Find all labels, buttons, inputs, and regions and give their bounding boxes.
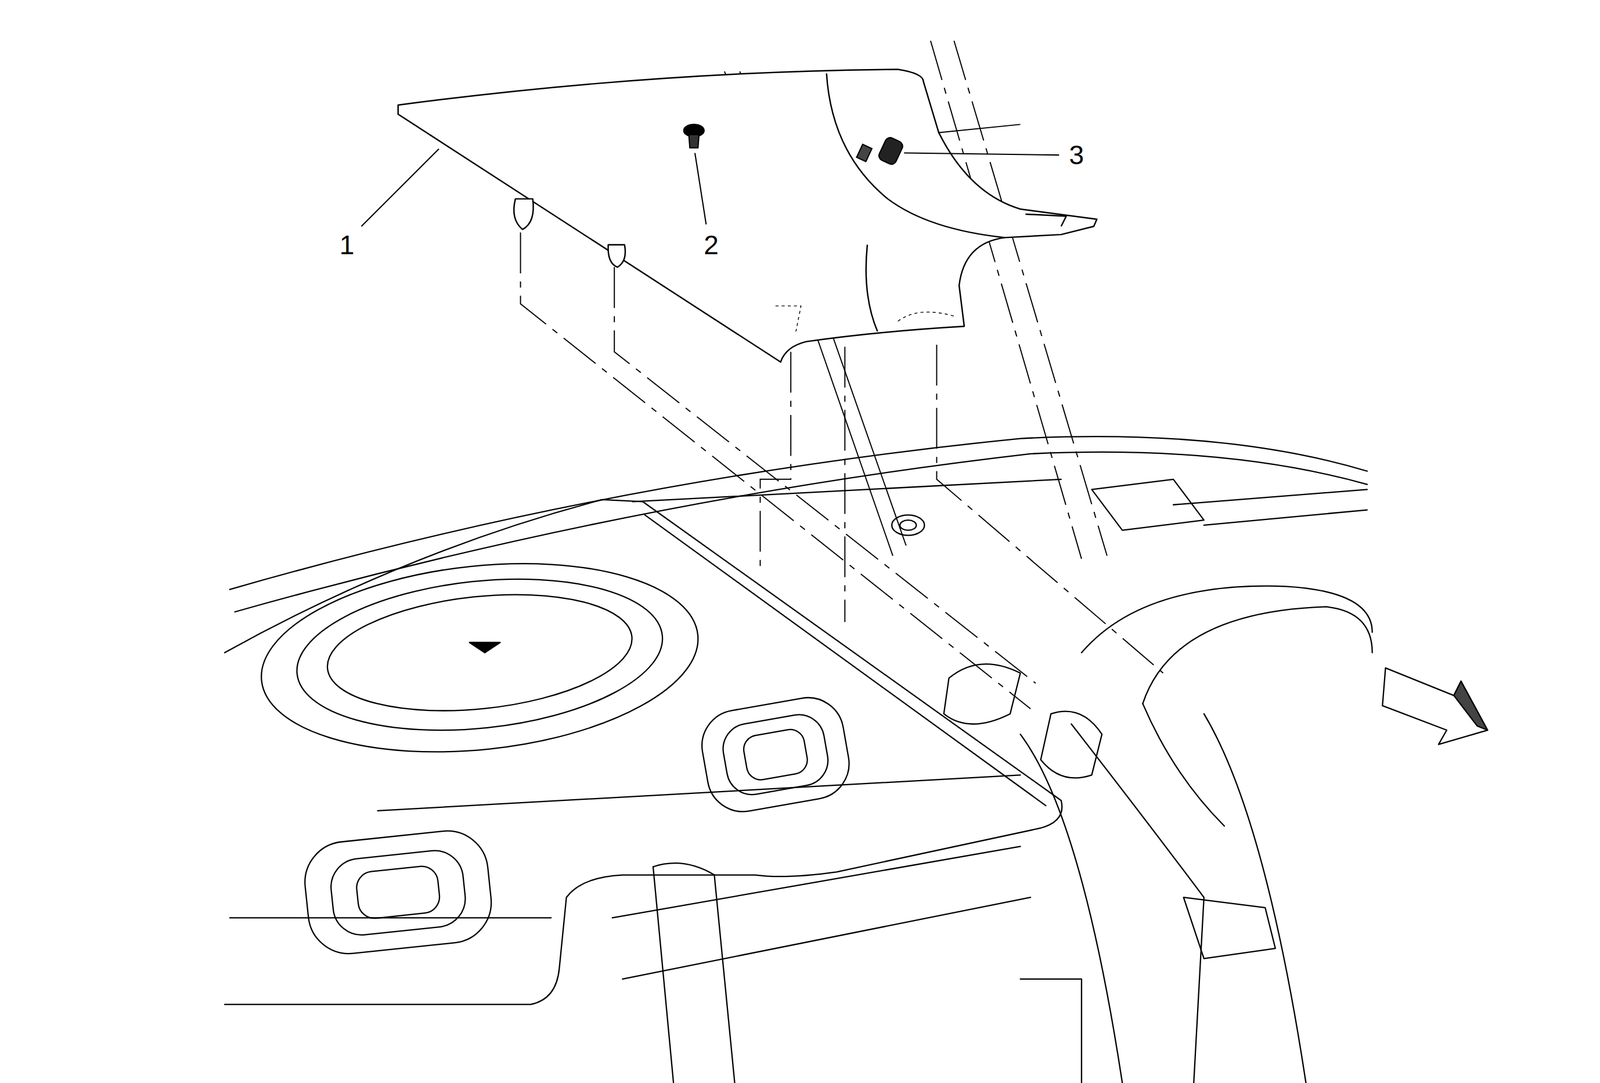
line-art	[826, 73, 1005, 239]
line-art	[229, 436, 1368, 590]
vehicle-body	[224, 436, 1373, 1083]
line-art	[866, 244, 878, 332]
line-art	[653, 867, 674, 1083]
line-art	[696, 692, 855, 818]
line-art	[632, 479, 1062, 503]
line-art	[856, 144, 872, 162]
line-art	[377, 775, 1021, 811]
line-art	[903, 153, 1059, 156]
callout-number: 3	[1068, 141, 1086, 169]
line-art	[844, 346, 846, 622]
line-art	[943, 664, 1021, 724]
line-art	[694, 153, 706, 225]
line-art	[719, 710, 832, 799]
line-art	[741, 727, 810, 783]
line-art	[1183, 897, 1276, 959]
line-art	[653, 863, 715, 875]
line-art	[688, 134, 699, 149]
line-art	[759, 351, 791, 572]
line-art	[1025, 214, 1066, 227]
line-art	[1382, 668, 1488, 745]
line-art	[235, 452, 1368, 612]
line-art	[877, 135, 904, 167]
line-art	[936, 344, 1163, 674]
quarter-trim-panel	[398, 69, 1098, 362]
callout-number: 1	[338, 231, 356, 259]
line-art	[1020, 979, 1082, 1083]
line-art	[1453, 681, 1488, 731]
line-art	[469, 642, 501, 654]
line-art	[328, 848, 468, 939]
line-art	[300, 827, 496, 958]
callout-number: 2	[702, 231, 720, 259]
line-art	[953, 40, 1108, 556]
line-art	[899, 520, 917, 531]
line-art	[1204, 510, 1368, 526]
line-art	[1142, 606, 1372, 704]
leader-lines	[361, 149, 1059, 227]
line-art	[224, 499, 1062, 1005]
line-art	[1020, 734, 1123, 1083]
line-art	[1040, 711, 1102, 779]
view-direction-arrow	[1382, 668, 1488, 745]
line-art	[622, 897, 1031, 980]
line-art	[398, 69, 1098, 362]
line-art	[1173, 489, 1368, 505]
line-art	[1142, 703, 1225, 827]
line-art	[608, 244, 626, 268]
line-art	[1204, 714, 1307, 1083]
push-pin-retainer	[683, 124, 705, 148]
line-art	[513, 199, 533, 230]
line-art	[714, 875, 735, 1083]
line-art	[355, 865, 442, 921]
line-art	[229, 917, 551, 919]
line-art	[612, 846, 1021, 918]
line-art	[775, 305, 954, 332]
line-art	[361, 149, 439, 227]
line-art	[251, 543, 708, 773]
line-art	[1092, 479, 1205, 531]
line-art	[321, 581, 638, 725]
line-art	[938, 124, 1021, 133]
clip-retainer	[856, 135, 905, 167]
line-art	[1081, 586, 1373, 654]
